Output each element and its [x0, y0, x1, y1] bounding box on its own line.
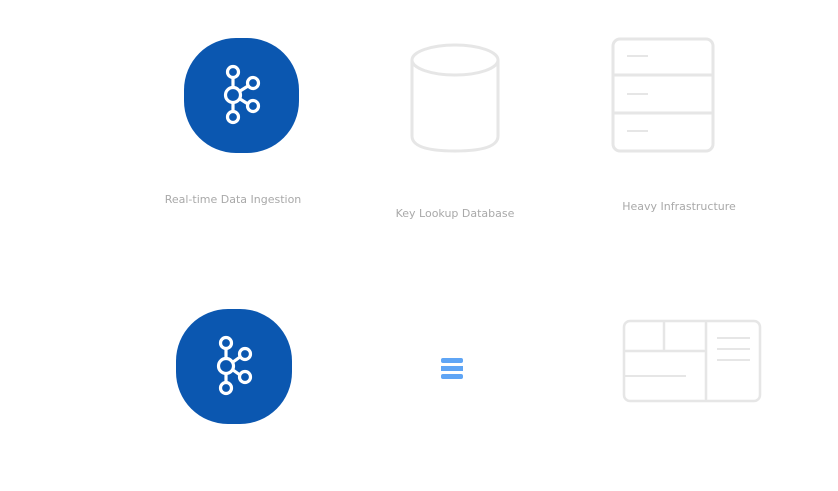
kafka-icon-small — [176, 309, 292, 424]
database-small-icon — [441, 358, 463, 380]
infrastructure-label: Heavy Infrastructure — [622, 200, 736, 213]
ingestion-label: Real-time Data Ingestion — [164, 193, 302, 206]
database-label: Key Lookup Database — [395, 207, 515, 220]
dashboard-layout-icon — [622, 319, 762, 403]
database-icon — [410, 36, 500, 156]
kafka-icon — [184, 38, 299, 153]
server-rack-icon — [611, 37, 715, 154]
